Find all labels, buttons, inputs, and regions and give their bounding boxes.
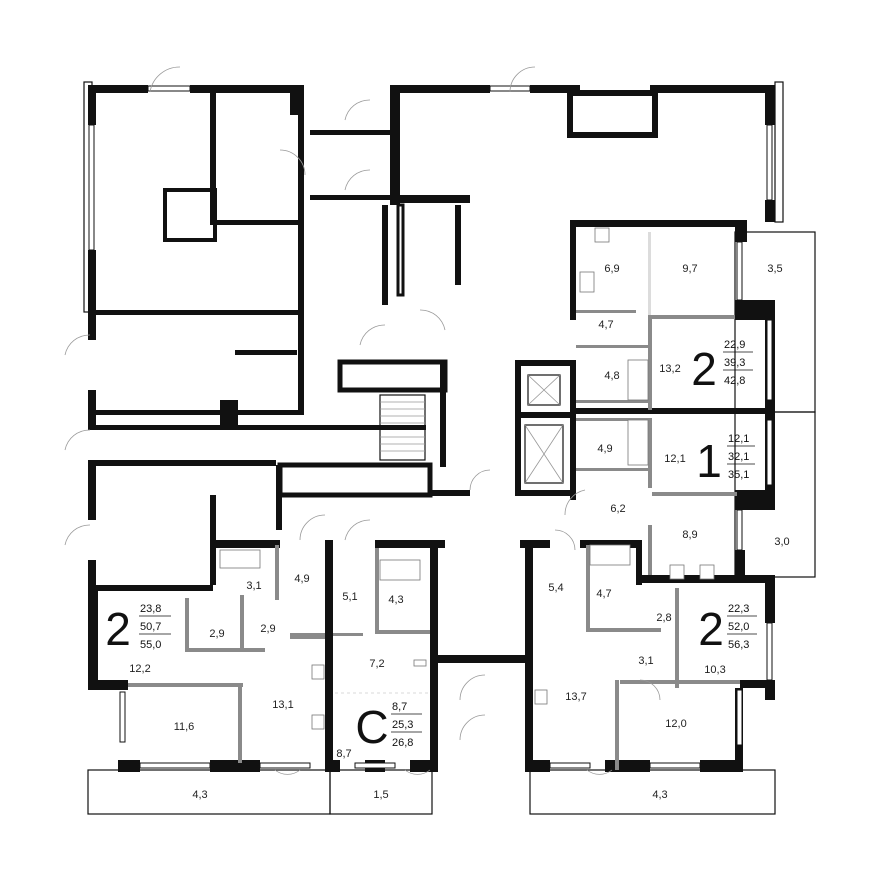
living-area: 22,9	[724, 339, 745, 351]
balcony-area: 4,3	[192, 789, 207, 801]
room-area: 4,8	[604, 370, 619, 382]
room-area: 5,1	[342, 591, 357, 603]
total-area-with-balcony: 35,1	[728, 469, 749, 481]
room-area: 6,2	[610, 503, 625, 515]
room-area: 10,3	[704, 664, 725, 676]
room-area: 2,8	[656, 612, 671, 624]
room-area: 8,7	[336, 748, 351, 760]
total-area-with-balcony: 26,8	[392, 737, 413, 749]
apartment-studio[interactable]: 5,1 4,3 7,2 8,7 1,5 С 8,7 25,3 26,8	[336, 591, 422, 801]
room-area: 4,7	[596, 588, 611, 600]
room-area: 13,1	[272, 699, 293, 711]
living-area: 12,1	[728, 433, 749, 445]
room-area: 3,1	[638, 655, 653, 667]
room-area: 9,7	[682, 263, 697, 275]
room-area: 12,1	[664, 453, 685, 465]
room-area: 4,7	[598, 319, 613, 331]
total-area-with-balcony: 55,0	[140, 639, 161, 651]
room-area: 13,7	[565, 691, 586, 703]
room-area: 12,2	[129, 663, 150, 675]
room-area: 4,9	[294, 573, 309, 585]
room-area: 7,2	[369, 658, 384, 670]
room-area: 12,0	[665, 718, 686, 730]
walls	[88, 85, 775, 772]
total-area: 52,0	[728, 621, 749, 633]
apartment-type: 2	[698, 603, 724, 655]
room-area: 6,9	[604, 263, 619, 275]
stairs	[379, 394, 426, 461]
room-area: 4,3	[388, 594, 403, 606]
total-area: 25,3	[392, 719, 413, 731]
living-area: 22,3	[728, 603, 749, 615]
apartment-type: 1	[696, 435, 722, 487]
total-area-with-balcony: 42,8	[724, 375, 745, 387]
total-area: 32,1	[728, 451, 749, 463]
partitions	[128, 232, 740, 770]
apartment-2-bottom-left[interactable]: 3,1 4,9 2,9 2,9 12,2 13,1 11,6 4,3 2 23,…	[105, 573, 309, 801]
windows	[88, 85, 773, 769]
balcony-area: 4,3	[652, 789, 667, 801]
living-area: 8,7	[392, 701, 407, 713]
apartment-2-bottom-right[interactable]: 5,4 4,7 2,8 3,1 10,3 13,7 12,0 4,3 2 22,…	[548, 582, 757, 801]
room-area: 2,9	[260, 623, 275, 635]
balcony-area: 3,0	[774, 536, 789, 548]
fixtures	[219, 227, 715, 730]
apartment-type: С	[355, 701, 388, 753]
apartment-1[interactable]: 4,9 12,1 6,2 8,9 3,0 1 12,1 32,1 35,1	[597, 433, 789, 548]
room-area: 2,9	[209, 628, 224, 640]
elevators	[524, 374, 564, 484]
room-area: 8,9	[682, 529, 697, 541]
apartment-type: 2	[105, 603, 131, 655]
apartment-2-upper[interactable]: 6,9 9,7 3,5 4,7 4,8 13,2 2 22,9 39,3 42,…	[598, 263, 782, 395]
total-area-with-balcony: 56,3	[728, 639, 749, 651]
living-area: 23,8	[140, 603, 161, 615]
doors	[64, 66, 661, 775]
total-area: 39,3	[724, 357, 745, 369]
room-area: 13,2	[659, 363, 680, 375]
total-area: 50,7	[140, 621, 161, 633]
balcony-area: 3,5	[767, 263, 782, 275]
room-area: 5,4	[548, 582, 563, 594]
room-area: 3,1	[246, 580, 261, 592]
apartment-type: 2	[691, 343, 717, 395]
room-area: 11,6	[174, 721, 195, 733]
room-area: 4,9	[597, 443, 612, 455]
balcony-area: 1,5	[373, 789, 388, 801]
